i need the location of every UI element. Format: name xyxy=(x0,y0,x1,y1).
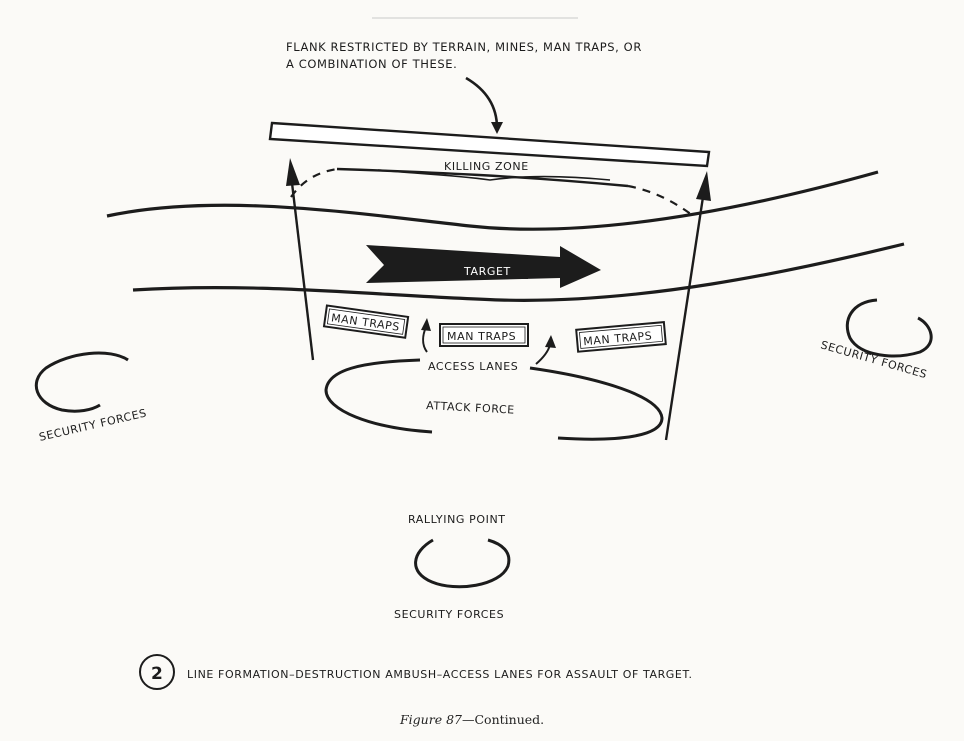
security-forces-right-label: SECURITY FORCES xyxy=(819,338,929,381)
attack-force-right-curve xyxy=(529,366,664,441)
man-traps-center-label: MAN TRAPS xyxy=(447,330,516,343)
security-forces-bottom-label: SECURITY FORCES xyxy=(394,608,504,621)
flank-barrier xyxy=(268,121,711,168)
figure-suffix: —Continued. xyxy=(462,712,544,727)
rallying-point-label: RALLYING POINT xyxy=(408,513,506,526)
access-lanes-label: ACCESS LANES xyxy=(428,360,518,373)
man-traps-right-label: MAN TRAPS xyxy=(583,329,653,348)
target-label: TARGET xyxy=(463,265,511,278)
man-traps-center-box: MAN TRAPS xyxy=(439,323,529,347)
left-flank-line xyxy=(290,182,315,361)
flank-label-line2: A COMBINATION OF THESE. xyxy=(286,57,457,71)
killing-zone-edge-right-dashed xyxy=(627,184,693,216)
man-traps-left-box: MAN TRAPS xyxy=(322,304,410,339)
killing-zone-edge-solid xyxy=(336,167,629,188)
figure-caption: Figure 87—Continued. xyxy=(399,712,544,727)
security-forces-right-curve xyxy=(845,298,933,358)
man-traps-right-box: MAN TRAPS xyxy=(575,321,667,353)
flank-pointer-arrow xyxy=(465,76,499,129)
attack-force-left-curve xyxy=(324,358,433,434)
target-label-bg xyxy=(460,262,528,279)
flank-label-line1: FLANK RESTRICTED BY TERRAIN, MINES, MAN … xyxy=(286,40,642,54)
access-lane-arrow-left xyxy=(422,326,428,353)
flank-pointer-arrowhead xyxy=(491,122,503,134)
caption-number: 2 xyxy=(151,664,163,684)
security-forces-left-label: SECURITY FORCES xyxy=(38,406,148,443)
figure-label: Figure 87 xyxy=(399,712,462,727)
road-upper-edge xyxy=(106,170,879,231)
access-lane-arrowhead-right xyxy=(545,335,556,348)
rallying-point-circle xyxy=(414,538,511,589)
security-forces-left-curve xyxy=(34,351,129,413)
caption-number-circle xyxy=(139,654,175,690)
killing-zone-label: KILLING ZONE xyxy=(444,160,529,173)
right-flank-line xyxy=(664,196,705,441)
access-lane-arrow-right xyxy=(535,344,551,365)
right-flank-arrowhead xyxy=(696,171,711,201)
access-lane-arrowhead-left xyxy=(421,318,431,331)
caption-title: LINE FORMATION–DESTRUCTION AMBUSH–ACCESS… xyxy=(187,668,693,681)
left-flank-arrowhead xyxy=(286,158,300,186)
road-lower-edge xyxy=(132,242,905,302)
attack-force-label: ATTACK FORCE xyxy=(426,399,515,417)
